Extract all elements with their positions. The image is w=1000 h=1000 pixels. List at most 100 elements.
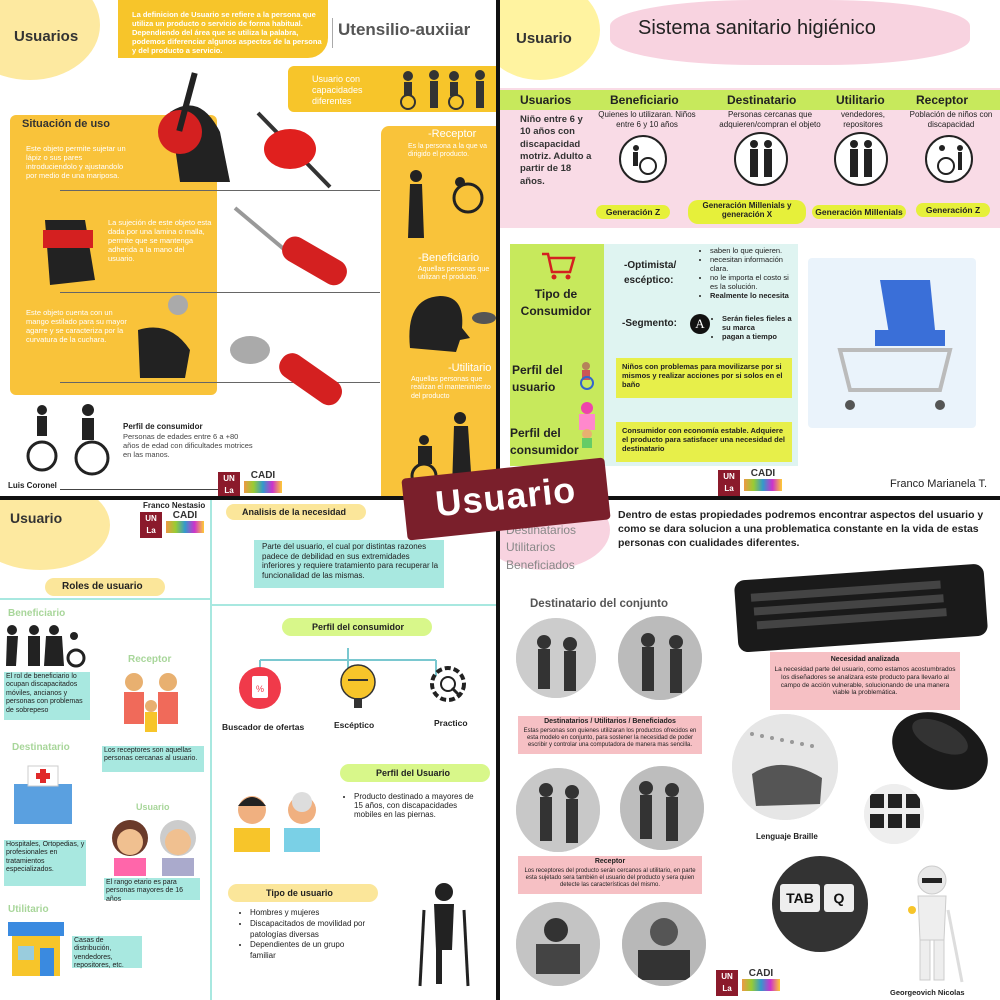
photo-blind-people-1	[516, 618, 596, 698]
tipo-usuario-title: Tipo de usuario	[266, 888, 333, 898]
blind-figure-with-cane-image	[908, 865, 964, 983]
photo-keyboard-keys: TAB Q	[772, 856, 868, 952]
author-name: Franco Nestasio	[143, 501, 206, 510]
user-avatars-illustration	[234, 792, 320, 852]
receptor-box	[102, 746, 204, 772]
perfil-consumidor-text: Consumidor con economía estable. Adquier…	[622, 426, 785, 453]
role-utilitarios: Utilitarios	[506, 540, 556, 555]
destinatario-desc: Personas cercanas que adquieren/compran …	[719, 110, 821, 129]
perfil-usuario-list: Producto destinado a mayores de 15 años,…	[342, 792, 482, 819]
divider	[332, 18, 333, 48]
necesidad-box	[770, 652, 960, 710]
panel-destinatarios: Destinatarios Utilitarios Beneficiados D…	[500, 500, 1000, 1000]
q-key: Q	[824, 884, 854, 912]
red-fork-image	[233, 206, 347, 286]
cadi-logo: CADI	[744, 468, 782, 494]
family-icon	[579, 402, 595, 448]
panel-title: Usuario	[10, 510, 63, 526]
receptor-text: Los receptores del producto serán cercan…	[524, 868, 696, 889]
practico-label: Practico	[434, 718, 468, 728]
col-receptor: Receptor	[916, 93, 969, 107]
panel-sanitario: Usuario Sistema sanitario higiénico Usua…	[500, 0, 1000, 496]
unla-logo: UN La	[218, 472, 240, 496]
people-faces-illustration	[112, 820, 196, 876]
col-beneficiario: Beneficiario	[610, 93, 679, 107]
roles-list: Destinatarios Utilitarios Beneficiados	[506, 522, 576, 574]
line	[60, 292, 380, 293]
highlight	[228, 884, 378, 902]
divider	[212, 604, 496, 606]
panel-title: Usuarios	[14, 28, 79, 45]
dub-text: Estas personas son quienes utilizaran lo…	[523, 728, 697, 749]
utensil-strap-hand-image	[43, 220, 95, 285]
col-destinatario: Destinatario	[727, 93, 797, 107]
child-wheelchair-icon	[580, 362, 594, 390]
role-utilitario-title: -Utilitario	[448, 362, 492, 374]
role-utilitario-text: Aquellas personas que realizan el manten…	[411, 376, 491, 400]
analisis-text: Parte del usuario, el cual por distintas…	[262, 542, 439, 580]
perfil-usuario-label: Perfil del usuario	[512, 363, 563, 394]
author-name: Franco Marianela T.	[890, 478, 988, 490]
head-silhouette-icon	[409, 296, 496, 352]
capacity-box	[288, 66, 496, 112]
photo-braille-reading	[732, 714, 838, 820]
pencil-grip-hand-image	[158, 72, 230, 182]
col-usuarios: Usuarios	[520, 93, 572, 107]
spoon-hand-image	[138, 295, 190, 378]
family-illustration	[124, 673, 178, 732]
role-beneficiario-text: Aquellas personas que utilizan el produc…	[418, 266, 490, 282]
buscador-label: Buscador de ofertas	[222, 722, 305, 732]
photo-blind-people-4	[620, 766, 704, 850]
beneficiario-title: Beneficiario	[8, 608, 66, 619]
author-name: Georgeovich Nicolas	[890, 988, 965, 997]
red-spoon-image	[230, 336, 342, 406]
list-item: Realmente lo necesita	[710, 291, 796, 300]
usuarios-desc: Niño entre 6 y 10 años con discapacidad …	[520, 114, 592, 187]
perfil-usuario-box	[616, 358, 792, 398]
usage-text-3: Este objeto cuenta con un mango estilado…	[26, 308, 127, 344]
unla-logo: UN La	[718, 470, 740, 496]
utilitario-box	[72, 936, 142, 968]
usage-heading: Situación de uso	[22, 118, 111, 130]
usuario-box	[104, 878, 200, 900]
photo-braille-keyboard	[864, 784, 924, 844]
author-name: Luis Coronel	[8, 481, 57, 490]
receptor-desc: Población de niños con discapacidad	[909, 110, 993, 129]
cadi-logo: CADI	[742, 968, 780, 994]
section-heading: Sistema sanitario higiénico	[638, 17, 876, 39]
keyboard-image	[734, 564, 988, 652]
wheelchair-people-icon	[400, 70, 485, 110]
necesidad-text: La necesidad parte del usuario, como est…	[774, 666, 956, 697]
highlight	[226, 504, 366, 520]
panel-roles: Usuario Franco Nestasio UN La CADI Anali…	[0, 500, 496, 1000]
segmento-label: -Segmento:	[622, 318, 677, 329]
list-item: no le importa el costo si es la solución…	[710, 273, 796, 291]
skeptic-face-icon	[340, 664, 376, 708]
section-heading: Utensilio-auxiiar	[338, 20, 471, 39]
role-beneficiario-title: -Beneficiario	[418, 252, 480, 264]
necesidad-title: Necesidad analizada	[830, 656, 900, 663]
list-item: pagan a tiempo	[722, 332, 798, 341]
list-item: saben lo que quieren.	[710, 246, 796, 255]
divider	[210, 500, 212, 1000]
receptor-text: Los receptores son aquellas personas cer…	[104, 747, 198, 763]
table-header-band	[500, 90, 1000, 110]
unla-logo: UN La	[140, 512, 162, 538]
price-tag-icon: %	[239, 667, 281, 709]
couple-icon	[734, 132, 788, 186]
pink-blob	[610, 0, 970, 65]
photo-blind-user-computer	[516, 902, 600, 986]
usuario-title: Usuario	[136, 802, 170, 812]
segment-letter-icon: A	[690, 314, 710, 334]
gen-badge-3: Generación Millenials	[812, 205, 906, 219]
photo-blind-people-2	[618, 616, 702, 700]
elderly-wheelchair-icon	[6, 625, 86, 668]
role-receptor-title: -Receptor	[428, 128, 477, 140]
role-receptor-text: Es la persona a la que va dirigido el pr…	[408, 143, 487, 159]
cadi-logo: CADI	[166, 510, 204, 536]
list-item: necesitan información clara.	[710, 255, 796, 273]
line	[60, 382, 380, 383]
dub-box	[518, 716, 702, 754]
receptor-box	[518, 856, 702, 894]
usage-text-2: La sujeción de este objeto esta dada por…	[108, 218, 212, 263]
